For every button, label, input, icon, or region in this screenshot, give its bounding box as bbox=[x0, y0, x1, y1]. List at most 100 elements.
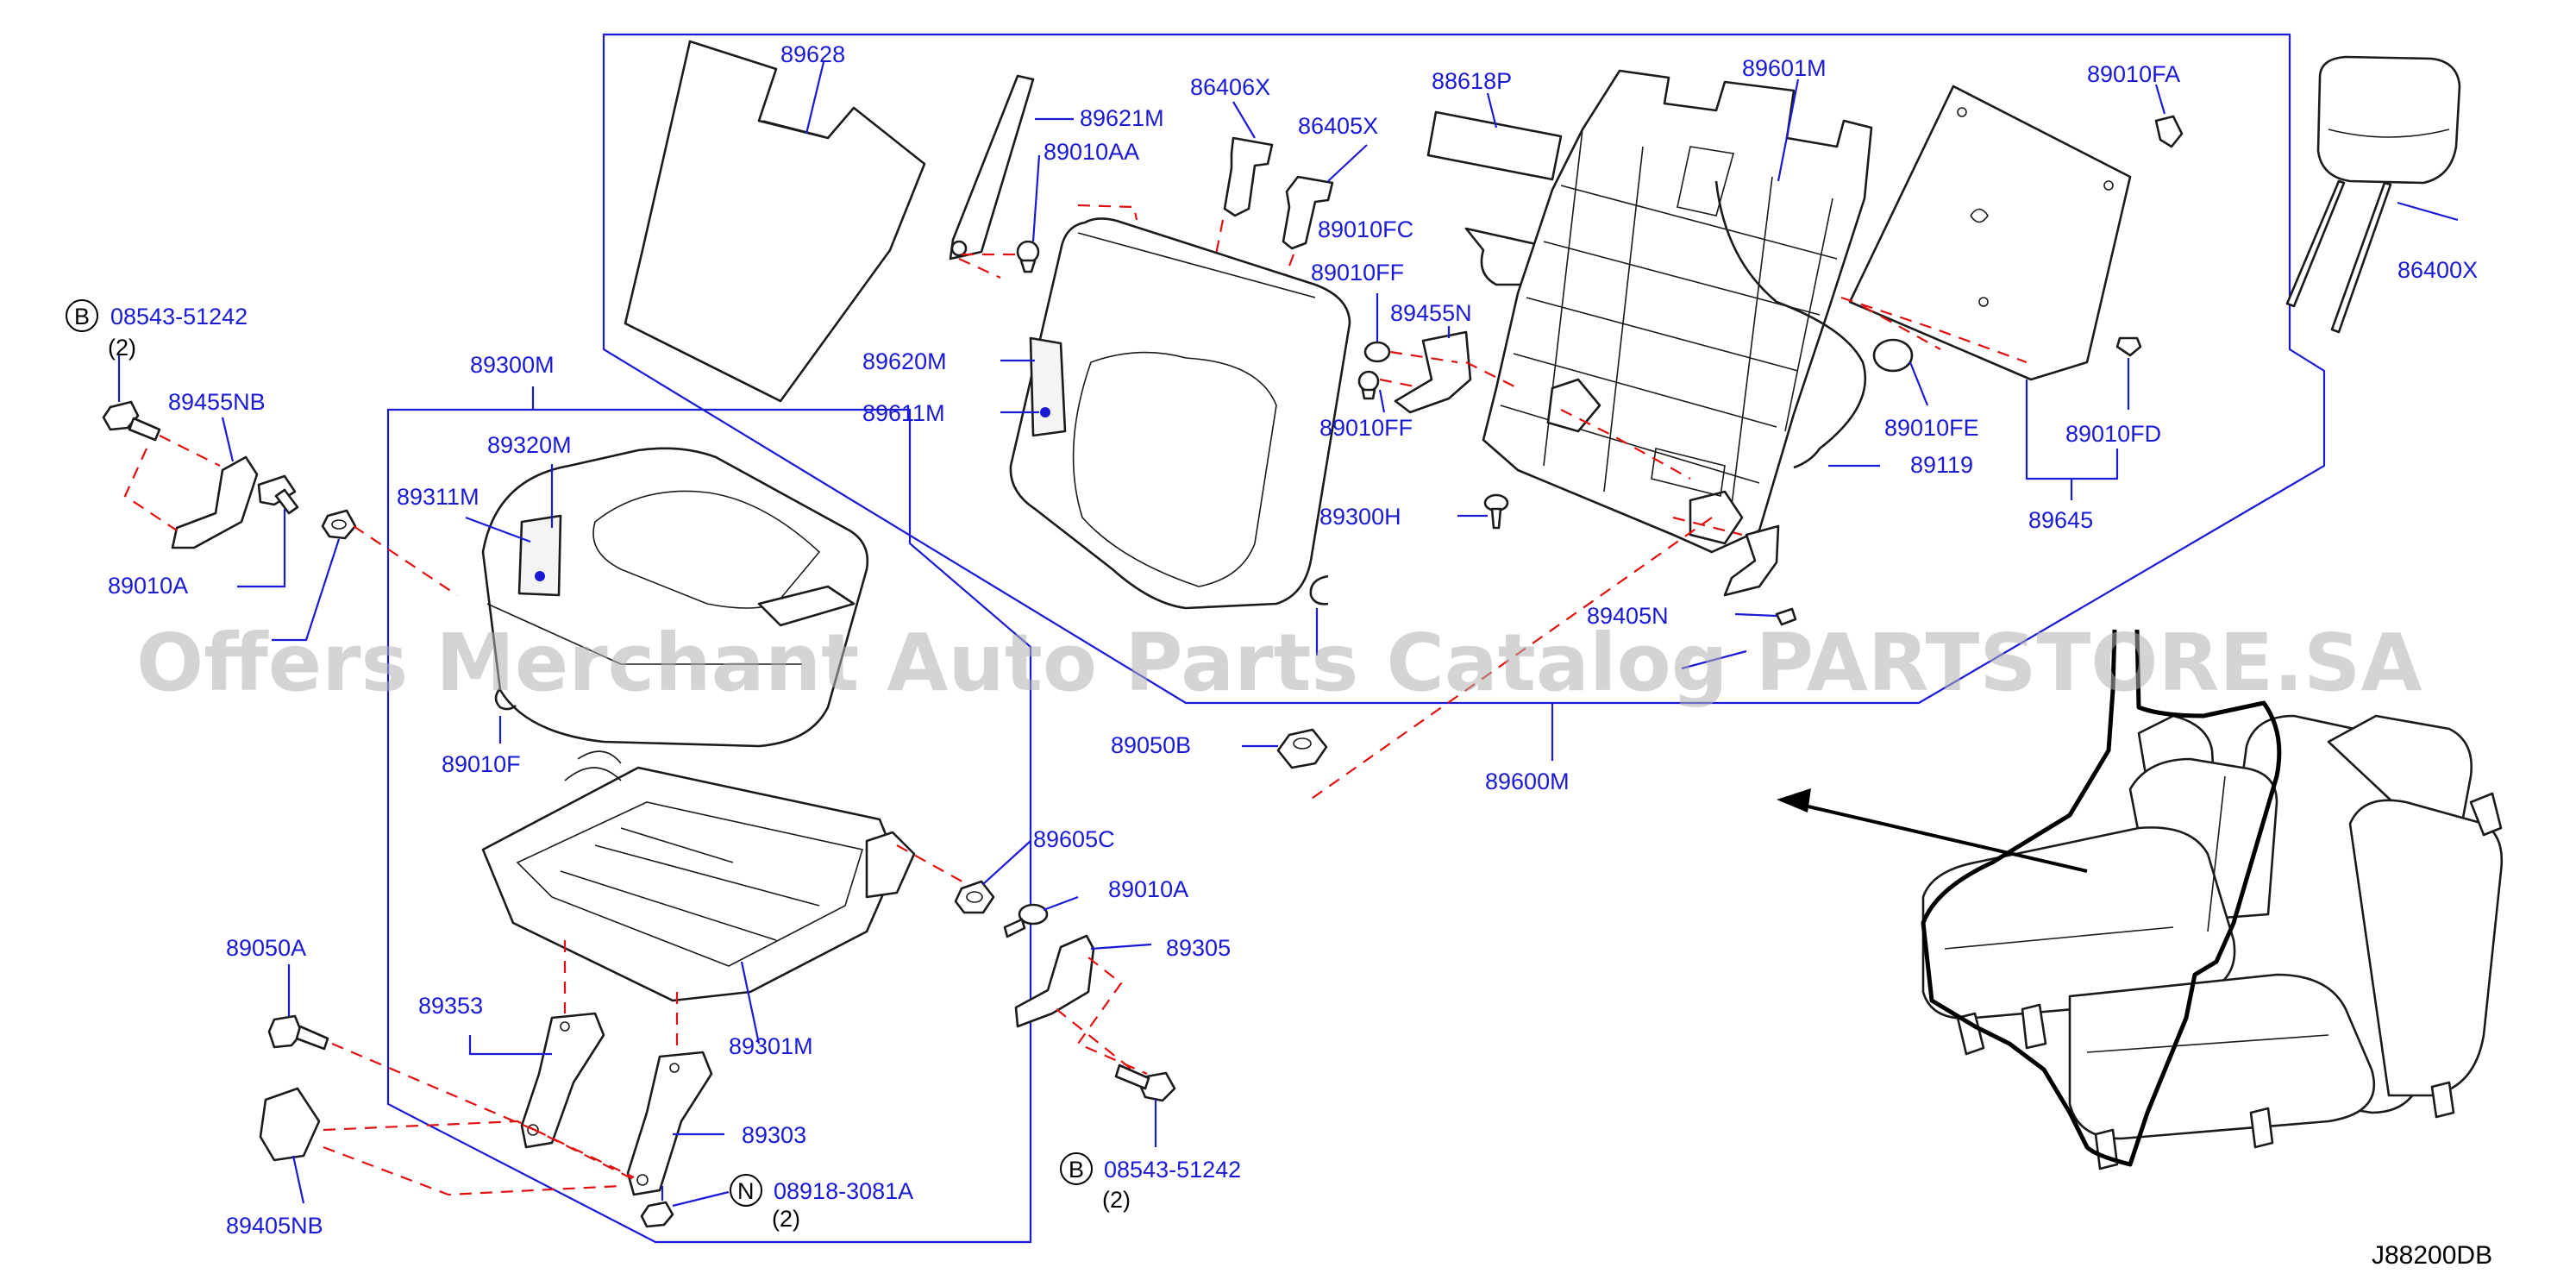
dash-89645 bbox=[1840, 296, 2028, 364]
leg-89353 bbox=[520, 1012, 605, 1149]
label-89628: 89628 bbox=[780, 41, 845, 67]
hinge-cover-89455N bbox=[1394, 330, 1472, 414]
leader-89010FF-b bbox=[1378, 389, 1386, 413]
leader-89010FA bbox=[2154, 84, 2166, 115]
n-symbol: N bbox=[737, 1178, 755, 1204]
dash-89601M bbox=[1465, 361, 1743, 536]
leader-89601M bbox=[1777, 78, 1800, 182]
watermark: Offers Merchant Auto Parts Catalog PARTS… bbox=[136, 617, 2422, 709]
leader-89455NB bbox=[221, 417, 235, 462]
label-89621M: 89621M bbox=[1080, 105, 1164, 131]
label-88618P: 88618P bbox=[1432, 68, 1512, 94]
label-89010FA: 89010FA bbox=[2087, 61, 2180, 87]
dash-89605C bbox=[896, 844, 975, 889]
leader-89010A-right bbox=[1043, 895, 1079, 912]
screw-89405N bbox=[1775, 607, 1797, 626]
back-board-89645 bbox=[1848, 85, 2132, 381]
seat-back-group-boundary bbox=[602, 33, 2326, 705]
dash-89305 bbox=[1056, 957, 1148, 1079]
leader-89605C-left bbox=[272, 538, 341, 642]
label-89353: 89353 bbox=[418, 993, 483, 1019]
dash-89405NB bbox=[323, 1120, 639, 1196]
leader-89010A-left bbox=[237, 509, 286, 588]
bolt-08543-bottom bbox=[1114, 1064, 1176, 1102]
cover-89405N bbox=[1723, 524, 1780, 597]
leader-89405NB bbox=[291, 1155, 305, 1204]
clip-89010FF-a bbox=[1363, 341, 1391, 363]
label-89645: 89645 bbox=[2028, 507, 2093, 533]
n-circle bbox=[730, 1174, 762, 1207]
seat-cushion-group-boundary bbox=[386, 408, 1032, 1244]
label-89405NB: 89405NB bbox=[226, 1213, 323, 1239]
bolt-08543-top bbox=[102, 400, 161, 442]
leader-89305 bbox=[1090, 943, 1152, 951]
label-89010FD: 89010FD bbox=[2065, 421, 2161, 447]
dash-89455NB bbox=[123, 435, 221, 531]
headrest-86400X bbox=[2285, 55, 2461, 334]
leader-89010FE bbox=[1908, 361, 1929, 406]
leader-08918-3081A bbox=[672, 1190, 730, 1208]
label-89320M: 89320M bbox=[487, 432, 572, 458]
pin-89010A-right bbox=[1003, 903, 1049, 938]
dash-89605C-left bbox=[353, 525, 458, 596]
dash-legs bbox=[563, 940, 679, 1051]
b-circle-bottom bbox=[1060, 1152, 1093, 1185]
nut-08918-3081A bbox=[640, 1201, 674, 1228]
pad-88618P bbox=[1426, 110, 1563, 181]
label-89405N: 89405N bbox=[1587, 603, 1669, 629]
back-board-89628 bbox=[624, 40, 926, 403]
label-89119: 89119 bbox=[1910, 452, 1973, 478]
label-89050B: 89050B bbox=[1111, 732, 1191, 758]
leader-89405N bbox=[1734, 612, 1777, 618]
button-89010FE bbox=[1872, 338, 1914, 373]
label-89601M: 89601M bbox=[1742, 55, 1827, 81]
label-89300M: 89300M bbox=[470, 352, 555, 378]
pin-89010A-left bbox=[257, 474, 299, 515]
location-arrow-line bbox=[1789, 800, 2088, 873]
label-89010FC: 89010FC bbox=[1318, 216, 1413, 242]
clip-89010FA bbox=[2154, 115, 2184, 148]
label-89455N: 89455N bbox=[1390, 300, 1472, 326]
b-symbol-bottom: B bbox=[1069, 1157, 1084, 1183]
label-89010F: 89010F bbox=[442, 751, 521, 777]
leader-89605C bbox=[982, 840, 1031, 885]
washer-89605C bbox=[954, 880, 995, 914]
label-89611M: 89611M bbox=[862, 400, 945, 426]
label-86405X: 86405X bbox=[1298, 113, 1378, 139]
trim-strip-89621M bbox=[949, 74, 1035, 260]
leader-89010FB bbox=[1681, 649, 1747, 670]
callout-b-top: B 08543-51242 (2) bbox=[66, 299, 248, 361]
b-part-bottom: 08543-51242 bbox=[1104, 1157, 1241, 1183]
label-89301M: 89301M bbox=[729, 1033, 813, 1059]
washer-89605C-left bbox=[321, 509, 357, 540]
label-89010FF-a: 89010FF bbox=[1311, 260, 1404, 285]
cable-89119 bbox=[1714, 180, 1867, 469]
b-part-top: 08543-51242 bbox=[110, 304, 248, 329]
clip-89010FF-b bbox=[1357, 370, 1380, 400]
seat-overview-illustration bbox=[1921, 714, 2504, 1170]
cushion-frame-89301M bbox=[481, 750, 916, 1002]
clip-89010FD bbox=[2115, 336, 2142, 357]
headrest-guide-86405X bbox=[1282, 175, 1334, 250]
label-89300H: 89300H bbox=[1319, 504, 1401, 530]
pin-89300H bbox=[1483, 493, 1509, 530]
seat-back-pad-89620M bbox=[1009, 217, 1351, 610]
callout-n-bottom: N 08918-3081A (2) bbox=[730, 1174, 913, 1232]
label-89010A-right: 89010A bbox=[1108, 876, 1188, 902]
label-89605C: 89605C bbox=[1033, 826, 1115, 852]
label-89455NB: 89455NB bbox=[168, 389, 266, 415]
bolt-89050A bbox=[267, 1014, 329, 1051]
cover-89305 bbox=[1014, 934, 1095, 1028]
seat-overview-highlight bbox=[1921, 629, 2282, 1167]
drawing-code: J88200DB bbox=[2372, 1241, 2492, 1270]
b-qty-top: (2) bbox=[108, 335, 136, 361]
label-89050A: 89050A bbox=[226, 935, 306, 961]
leader-86400X bbox=[2397, 201, 2459, 222]
label-89010FF-b: 89010FF bbox=[1319, 415, 1413, 441]
leader-89311M bbox=[465, 516, 531, 543]
leg-89303 bbox=[626, 1051, 713, 1196]
clip-89010F bbox=[494, 687, 517, 711]
clip-89010AA bbox=[1016, 240, 1040, 273]
leader-89628 bbox=[805, 61, 825, 135]
